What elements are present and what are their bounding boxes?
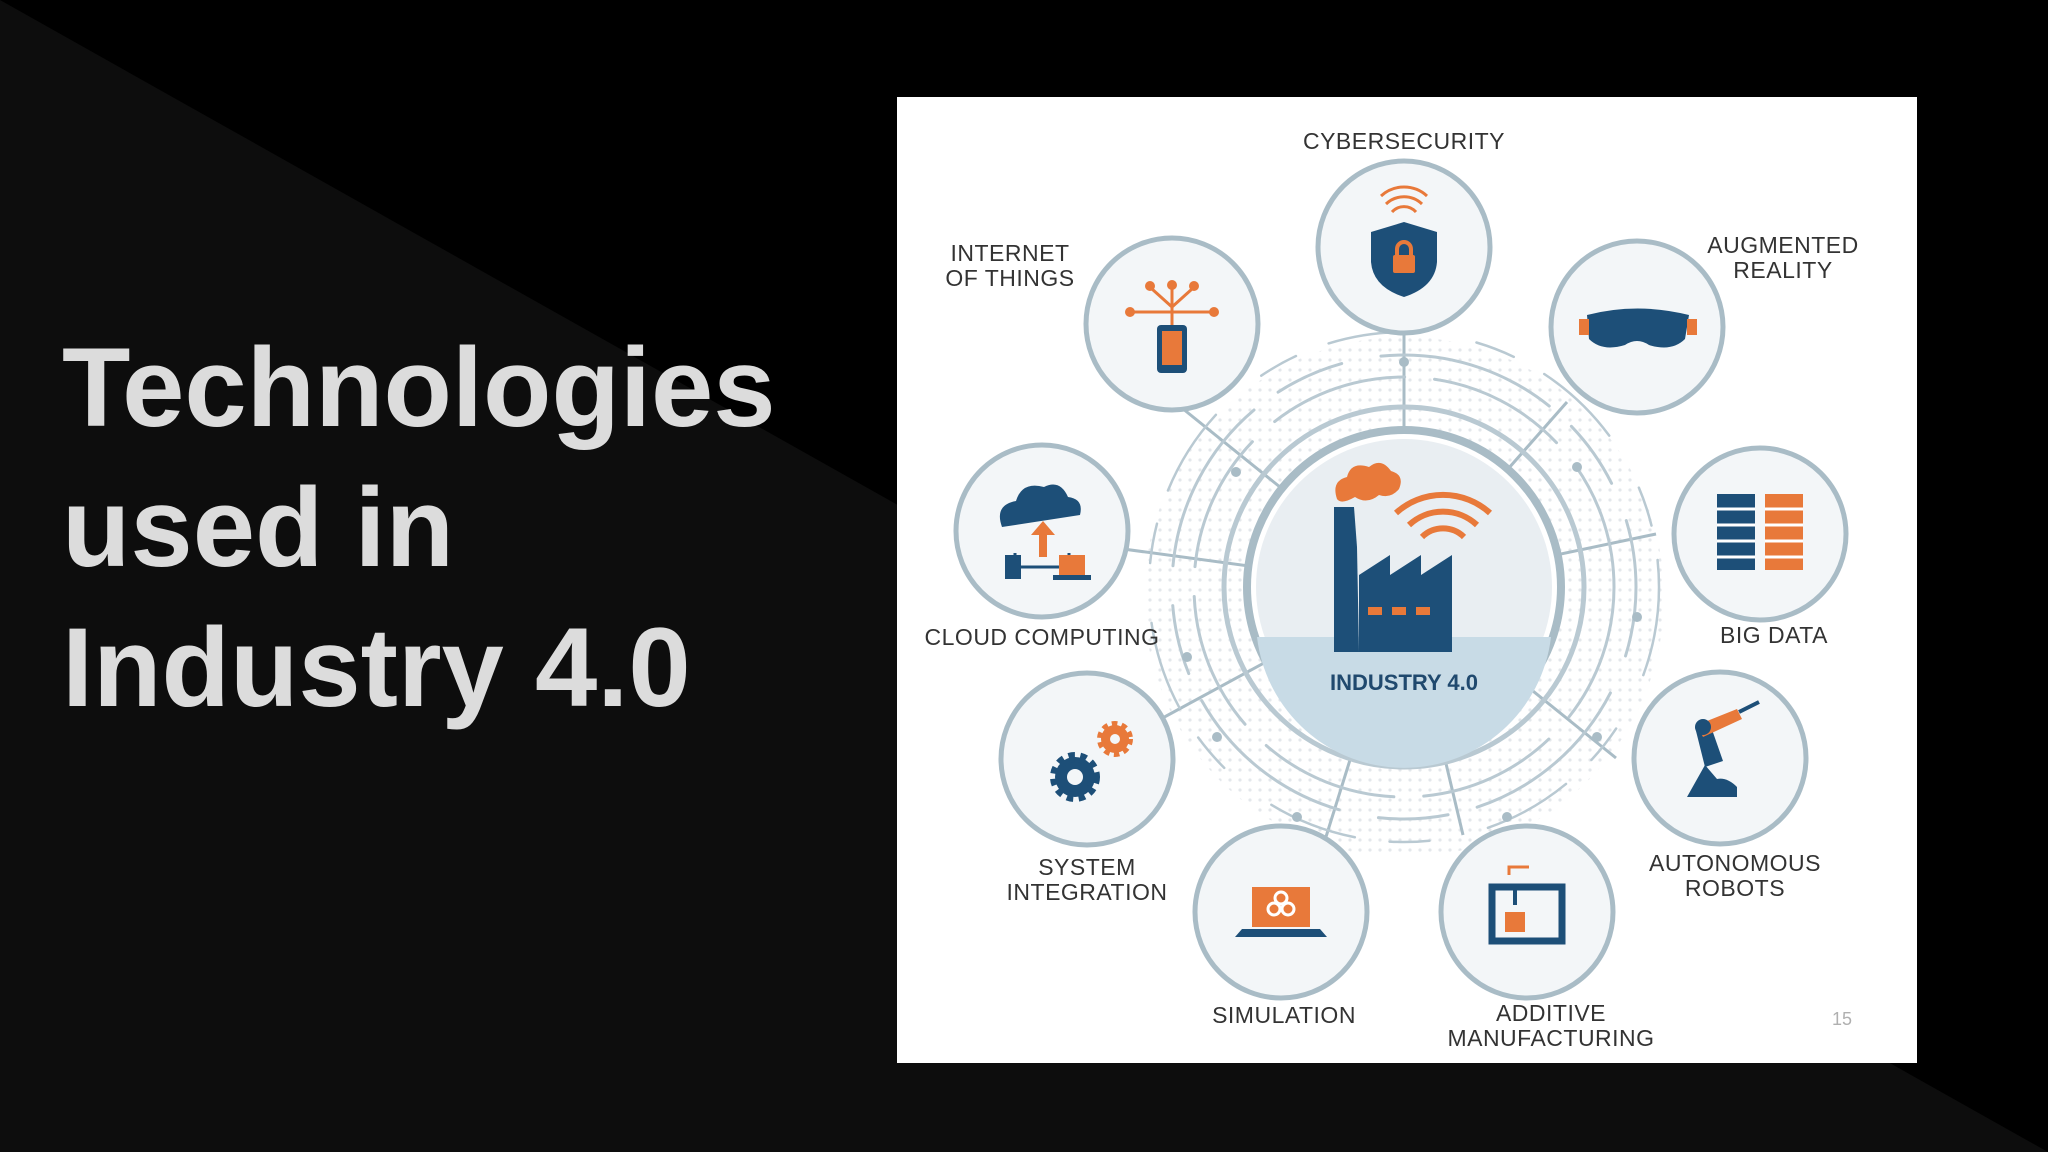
factory-icon bbox=[1334, 462, 1493, 652]
diagram-image: INDUSTRY 4.0 CYBERSECURITY AUGMENTED REA… bbox=[897, 97, 1917, 1063]
hub-industry-4-0 bbox=[1243, 426, 1565, 768]
node-big-data-circle bbox=[1671, 445, 1849, 623]
label-augmented-reality: AUGMENTED REALITY bbox=[1707, 232, 1859, 283]
vr-goggles-icon bbox=[1579, 308, 1697, 348]
hub-label: INDUSTRY 4.0 bbox=[1330, 670, 1478, 695]
page-number: 15 bbox=[1832, 1009, 1853, 1029]
gears-icon bbox=[1050, 721, 1133, 802]
iot-phone-icon bbox=[1125, 280, 1219, 373]
slide-title: Technologies used in Industry 4.0 bbox=[62, 318, 882, 738]
node-additive-manufacturing-circle bbox=[1438, 823, 1616, 1001]
3d-printer-icon bbox=[1488, 865, 1566, 945]
server-racks-icon bbox=[1717, 494, 1803, 570]
robot-arm-icon bbox=[1687, 700, 1760, 797]
label-big-data: BIG DATA bbox=[1720, 622, 1828, 648]
arc-dots bbox=[1182, 357, 1642, 822]
shield-lock-icon bbox=[1371, 185, 1437, 297]
title-line-3: Industry 4.0 bbox=[62, 605, 691, 730]
diagram-graphic bbox=[953, 158, 1849, 1001]
laptop-simulation-icon bbox=[1235, 887, 1327, 937]
label-autonomous-robots: AUTONOMOUS ROBOTS bbox=[1649, 850, 1821, 901]
label-cybersecurity: CYBERSECURITY bbox=[1302, 128, 1506, 154]
cloud-network-icon bbox=[999, 484, 1091, 580]
title-line-2: used in bbox=[62, 465, 455, 590]
label-simulation: SIMULATION bbox=[1212, 1002, 1356, 1028]
label-internet-of-things: INTERNET OF THINGS bbox=[945, 240, 1075, 291]
label-system-integration: SYSTEM INTEGRATION bbox=[1006, 854, 1168, 905]
label-additive-manufacturing: ADDITIVE MANUFACTURING bbox=[1447, 1000, 1655, 1051]
title-line-1: Technologies bbox=[62, 325, 776, 450]
node-system-integration-circle bbox=[998, 670, 1176, 848]
label-cloud-computing: CLOUD COMPUTING bbox=[924, 624, 1160, 650]
